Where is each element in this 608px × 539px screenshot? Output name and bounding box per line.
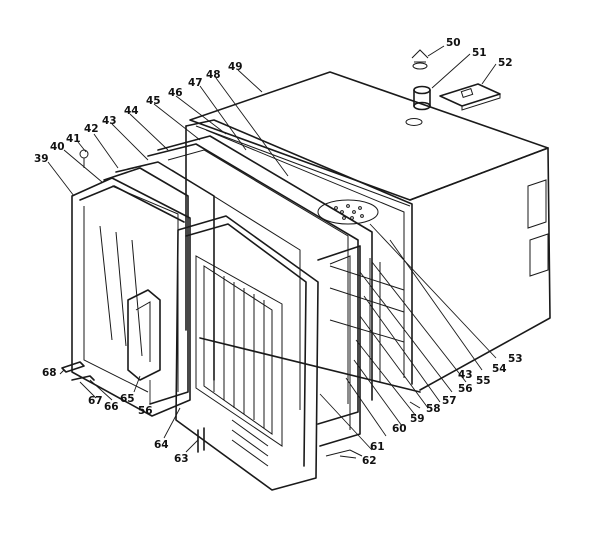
- oven-cabinet: [189, 71, 551, 393]
- door-trim-right: [317, 245, 361, 447]
- callout-66: 66: [104, 401, 119, 413]
- callout-57: 57: [442, 395, 457, 407]
- hinge-hardware: [61, 149, 421, 457]
- callout-64: 64: [154, 439, 169, 451]
- callout-51: 51: [472, 47, 487, 59]
- door-front-panel: [71, 177, 191, 417]
- vent-grille: [317, 199, 379, 225]
- callout-68: 68: [42, 367, 57, 379]
- callout-60: 60: [392, 423, 407, 435]
- callout-63: 63: [174, 453, 189, 465]
- callout-62: 62: [362, 455, 377, 467]
- callout-47: 47: [188, 77, 203, 89]
- callout-65: 65: [120, 393, 135, 405]
- callout-59: 59: [410, 413, 425, 425]
- callout-52: 52: [498, 57, 513, 69]
- callout-58: 58: [426, 403, 441, 415]
- leader-lines: [47, 45, 497, 459]
- callout-45: 45: [146, 95, 161, 107]
- door-main: [175, 215, 319, 491]
- callout-55: 55: [476, 375, 491, 387]
- callout-50: 50: [446, 37, 461, 49]
- callout-49: 49: [228, 61, 243, 73]
- callout-54: 54: [492, 363, 507, 375]
- callout-42: 42: [84, 123, 99, 135]
- callout-67: 67: [88, 395, 103, 407]
- callout-labels: 39 40 41 42 43 44 45 46 47 48 49 50 51 5…: [34, 37, 523, 467]
- inner-panels: [147, 135, 373, 425]
- callout-39: 39: [34, 153, 49, 165]
- callout-56: 56: [458, 383, 473, 395]
- callout-46: 46: [168, 87, 183, 99]
- callout-44: 44: [124, 105, 139, 117]
- top-fittings: [405, 49, 501, 126]
- callout-53: 53: [508, 353, 523, 365]
- callout-48: 48: [206, 69, 221, 81]
- callout-40: 40: [50, 141, 65, 153]
- callout-56b: 56: [138, 405, 153, 417]
- callout-61: 61: [370, 441, 385, 453]
- callout-43: 43: [102, 115, 117, 127]
- callout-43b: 43: [458, 369, 473, 381]
- callout-41: 41: [66, 133, 81, 145]
